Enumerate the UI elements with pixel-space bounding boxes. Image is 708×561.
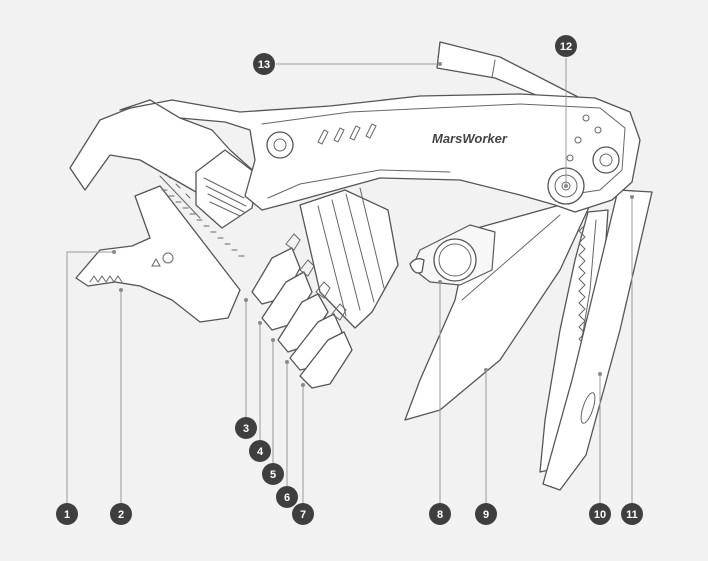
callout-7: 7: [292, 503, 314, 525]
callout-11: 11: [621, 503, 643, 525]
callout-6-label: 6: [284, 492, 290, 504]
callout-10-label: 10: [594, 509, 606, 521]
callout-9-label: 9: [483, 509, 489, 521]
callout-12: 12: [555, 35, 577, 57]
file-blade: [542, 189, 653, 491]
callout-1: 1: [56, 503, 78, 525]
callout-13: 13: [253, 53, 275, 75]
callout-13-label: 13: [258, 59, 270, 71]
leader-dots: [112, 62, 634, 387]
callout-4: 4: [249, 440, 271, 462]
bit-holder: [251, 187, 399, 389]
callout-2: 2: [110, 503, 132, 525]
leader-lines: [66, 58, 633, 503]
main-handle: MarsWorker: [119, 93, 641, 213]
brand-label: MarsWorker: [432, 131, 508, 146]
callout-11-label: 11: [626, 509, 638, 521]
callout-10: 10: [589, 503, 611, 525]
callout-4-label: 4: [257, 446, 264, 458]
callout-3: 3: [235, 417, 257, 439]
callout-8: 8: [429, 503, 451, 525]
callout-6: 6: [276, 486, 298, 508]
worm-gear: [195, 149, 259, 229]
callout-5: 5: [262, 463, 284, 485]
multitool-illustration: MarsWorker: [69, 41, 653, 491]
callout-5-label: 5: [270, 469, 276, 481]
callout-2-label: 2: [118, 509, 124, 521]
callout-badges: 1 2 3 4 5 6 7 8: [56, 35, 643, 525]
callout-12-label: 12: [560, 41, 572, 53]
callout-7-label: 7: [300, 509, 306, 521]
callout-1-label: 1: [64, 509, 70, 521]
callout-9: 9: [475, 503, 497, 525]
callout-8-label: 8: [437, 509, 443, 521]
pivot-screw: [409, 224, 496, 286]
callout-3-label: 3: [243, 423, 249, 435]
